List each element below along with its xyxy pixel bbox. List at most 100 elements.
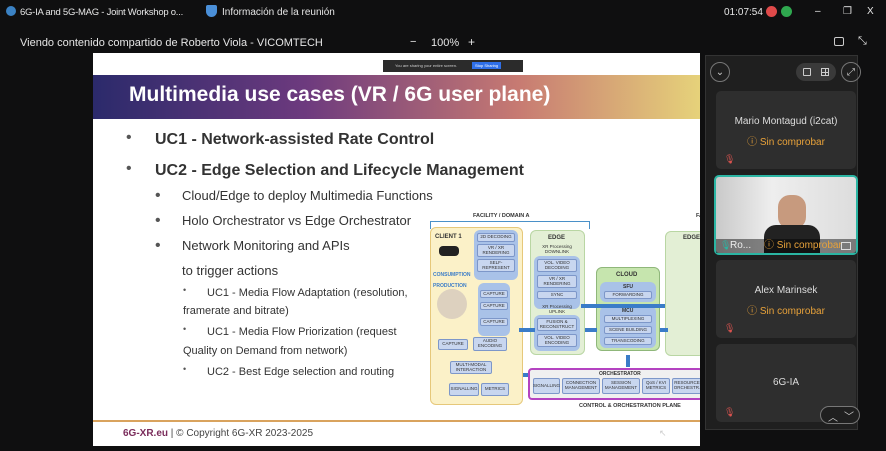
diagram-box: 2D DECODING <box>477 233 515 242</box>
consumption-label: CONSUMPTION <box>433 272 471 278</box>
bullet: Cloud/Edge to deploy Multimedia Function… <box>182 188 433 203</box>
pagination-control[interactable]: ︿ ﹀ <box>820 406 860 424</box>
video-feed <box>778 195 806 229</box>
sfu-label: SFU <box>623 284 633 290</box>
footer-copyright: | © Copyright 6G-XR 2023-2025 <box>170 428 314 439</box>
fullscreen-icon[interactable]: ⤡ <box>858 35 867 47</box>
participants-panel: ⌄ ⤢ Mario Montagud (i2cat) ⓘ Sin comprob… <box>705 55 861 430</box>
diagram-box: AUDIO ENCODING <box>473 337 507 351</box>
close-button[interactable]: X <box>867 6 874 17</box>
shield-icon <box>206 5 217 17</box>
stop-sharing-button[interactable]: Stop Sharing <box>472 62 502 69</box>
plane-label: CONTROL & ORCHESTRATION PLANE <box>579 403 681 409</box>
shared-slide: You are sharing your entire screen. Stop… <box>93 53 700 446</box>
vr-headset-icon <box>439 246 459 256</box>
sharing-banner-text: You are sharing your entire screen. <box>395 63 458 68</box>
diagram-box: SIGNALLING <box>449 383 479 396</box>
capture-rig-icon <box>437 289 467 319</box>
diagram-box: VR / XR RENDERING <box>537 275 577 288</box>
chevron-up-icon[interactable]: ︿ <box>828 413 838 424</box>
mcu-label: MCU <box>622 308 634 314</box>
restore-button[interactable]: ❐ <box>843 6 852 17</box>
zoom-out-button[interactable]: − <box>410 36 417 48</box>
diagram-box: SESSION MANAGEMENT <box>602 378 640 394</box>
bullet: Network Monitoring and APIs <box>182 238 350 253</box>
diagram-box: SCENE BUILDING <box>604 326 652 334</box>
bullet: Holo Orchestrator vs Edge Orchestrator <box>182 213 412 228</box>
bullet: to trigger actions <box>182 263 279 278</box>
diagram-box: CAPTURE <box>480 302 508 310</box>
orchestrator-label: ORCHESTRATOR <box>599 371 641 377</box>
popout-icon[interactable] <box>834 37 844 46</box>
diagram-box: TRANSCODING <box>604 337 652 345</box>
bullet: UC2 - Best Edge selection and routing <box>207 366 395 378</box>
mic-off-icon: 🎙 <box>724 323 736 333</box>
diagram-box: METRICS <box>481 383 509 396</box>
window-title-tab[interactable]: 6G-IA and 5G-MAG - Joint Workshop o... <box>20 7 183 18</box>
participant-status: ⓘ Sin comprobar <box>747 137 825 148</box>
screen-share-icon <box>841 242 851 250</box>
meeting-info-tab[interactable]: Información de la reunión <box>222 7 335 18</box>
participant-name: Alex Marinsek <box>754 285 818 296</box>
record-icon[interactable] <box>766 6 777 17</box>
bullet: UC1 - Media Flow Adaptation (resolution, <box>207 287 408 299</box>
diagram-box: QoS / KVI METRICS <box>642 378 670 394</box>
bullet: framerate and bitrate) <box>183 305 289 317</box>
client-label: CLIENT 1 <box>435 234 462 240</box>
diagram-box: VOL. VIDEO DECODING <box>537 259 577 272</box>
slide-title: Multimedia use cases (VR / 6G user plane… <box>129 83 551 106</box>
zoom-level: 100% <box>431 37 460 49</box>
participant-status: ⓘ Sin comprobar <box>747 306 825 317</box>
arrow-icon <box>581 304 665 308</box>
downlink-label: XR Processing DOWNLINK <box>542 244 572 254</box>
cloud-label: CLOUD <box>616 272 638 278</box>
footer-site: 6G-XR.eu <box>123 428 169 439</box>
edge-label: EDGE <box>683 235 700 241</box>
diagram-box: CONNECTION MANAGEMENT <box>562 378 600 394</box>
mic-on-icon: 🎙 <box>720 240 732 250</box>
sharing-banner: You are sharing your entire screen. Stop… <box>383 60 523 72</box>
participant-status: ⓘ Sin comprobar <box>764 240 842 251</box>
arrow-icon <box>660 328 668 332</box>
arrow-icon <box>626 355 630 367</box>
slide-title-bar: Multimedia use cases (VR / 6G user plane… <box>93 75 700 119</box>
participant-tile[interactable]: 6G-IA 🎙 <box>716 344 856 422</box>
single-view-icon[interactable] <box>803 68 811 76</box>
slide-footer: 6G-XR.eu | © Copyright 6G-XR 2023-2025 <box>93 420 700 446</box>
grid-view-icon[interactable] <box>821 68 829 76</box>
diagram-box: VR / XR RENDERING <box>477 244 515 257</box>
diagram-box: SELF-REPRESENT <box>477 259 515 272</box>
diagram-box: RESOURCE ORCHESTR. <box>672 378 700 394</box>
mic-off-icon: 🎙 <box>724 407 736 417</box>
bullet: UC2 - Edge Selection and Lifecycle Manag… <box>155 162 524 179</box>
bullet: UC1 - Network-assisted Rate Control <box>155 131 435 148</box>
mouse-cursor-icon: ↖ <box>659 428 667 438</box>
participant-tile[interactable]: Alex Marinsek ⓘ Sin comprobar 🎙 <box>716 260 856 338</box>
arrow-icon <box>519 328 535 332</box>
zoom-in-button[interactable]: + <box>468 35 476 49</box>
layout-toggle[interactable] <box>796 63 836 81</box>
edge-box <box>665 231 700 356</box>
status-icon[interactable] <box>781 6 792 17</box>
diagram-box: FORWARDING <box>604 291 652 299</box>
participant-tile[interactable]: Mario Montagud (i2cat) ⓘ Sin comprobar 🎙 <box>716 91 856 169</box>
minimize-button[interactable]: – <box>815 6 821 17</box>
diagram-box: SYNC <box>537 291 577 299</box>
chevron-down-icon[interactable]: ⌄ <box>710 62 730 82</box>
diagram-box: SIGNALLING <box>533 378 560 394</box>
sharing-label: Viendo contenido compartido de Roberto V… <box>20 37 323 49</box>
diagram-box: CAPTURE <box>438 339 468 350</box>
uplink-label: XR Processing UPLINK <box>542 304 572 314</box>
edge-label: EDGE <box>548 235 566 241</box>
production-label: PRODUCTION <box>433 283 467 289</box>
diagram-box: MULTIPLEXING <box>604 315 652 323</box>
participant-tile-active[interactable]: 🎙 Ro... ⓘ Sin comprobar <box>714 175 858 255</box>
participant-name: 6G-IA <box>772 377 800 388</box>
facility-label: FA <box>696 213 700 219</box>
bullet: Quality on Demand from network) <box>183 345 348 357</box>
expand-icon[interactable]: ⤢ <box>841 62 861 82</box>
diagram-box: CAPTURE <box>480 318 508 326</box>
participant-name: Mario Montagud (i2cat) <box>734 116 838 127</box>
participant-name: Ro... <box>730 240 752 251</box>
chevron-down-icon[interactable]: ﹀ <box>844 412 854 423</box>
